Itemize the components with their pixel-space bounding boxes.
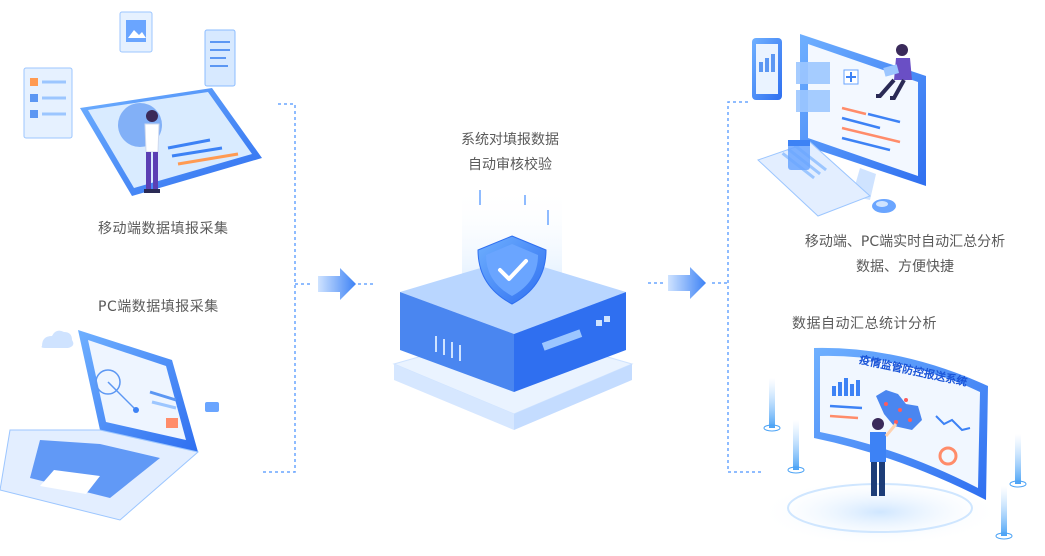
mobile-phone-illustration — [23, 11, 262, 196]
right-bracket-connector — [712, 101, 762, 473]
person-with-phone-icon — [144, 110, 160, 193]
shield-check-icon — [477, 235, 547, 305]
server-shield-illustration — [392, 188, 634, 430]
auto-validation-line1: 系统对填报数据 — [461, 132, 559, 148]
cloud-icon — [41, 330, 74, 348]
person-with-laptop-icon — [876, 44, 912, 100]
floating-list-card-icon — [23, 67, 73, 139]
laptop-illustration — [0, 330, 219, 521]
realtime-summary-line2: 数据、方便快捷 — [856, 259, 954, 275]
mouse-icon — [872, 199, 896, 213]
stats-analysis-label: 数据自动汇总统计分析 — [792, 316, 937, 332]
desktop-monitor-illustration — [752, 34, 926, 217]
cup-icon — [788, 140, 810, 170]
light-pillar-icons — [763, 378, 1027, 540]
left-arrow-icon — [318, 268, 376, 300]
floating-document-card-icon — [204, 29, 236, 87]
tablet-icon — [752, 38, 782, 100]
left-bracket-connector — [262, 103, 310, 473]
mobile-collection-label: 移动端数据填报采集 — [98, 221, 229, 237]
floating-image-card-icon — [119, 11, 153, 53]
right-arrow-icon — [648, 267, 706, 299]
realtime-summary-line1: 移动端、PC端实时自动汇总分析 — [804, 234, 1006, 250]
small-device-icon — [205, 402, 219, 412]
pc-collection-label: PC端数据填报采集 — [98, 299, 219, 315]
person-at-screen-icon — [870, 418, 898, 496]
auto-validation-label: 系统对填报数据 自动审核校验 — [420, 128, 600, 178]
dashboard-screen-illustration: 疫情监管防控报送系统 — [760, 347, 1027, 546]
realtime-summary-label: 移动端、PC端实时自动汇总分析 数据、方便快捷 — [780, 230, 1030, 280]
auto-validation-line2: 自动审核校验 — [468, 157, 552, 173]
